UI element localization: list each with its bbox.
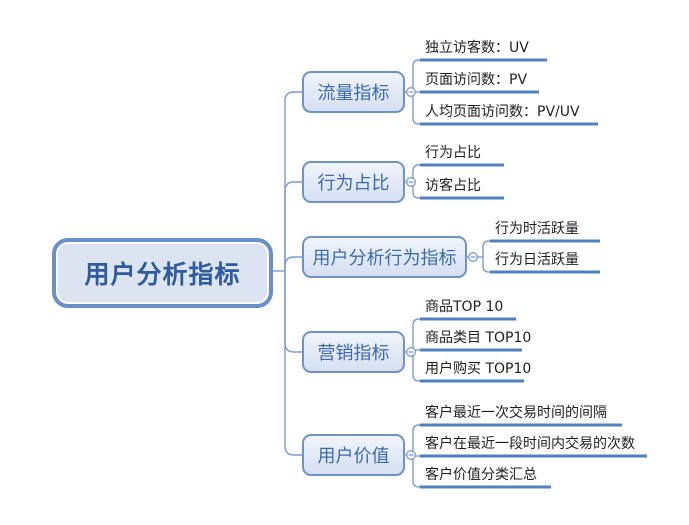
leaf-topic[interactable]: 页面访问数：PV <box>425 72 528 88</box>
leaf-topic[interactable]: 独立访客数：UV <box>425 40 529 56</box>
leaf-topic[interactable]: 用户购买 TOP10 <box>425 361 532 377</box>
leaf-topic[interactable]: 访客占比 <box>425 178 481 194</box>
root-node-label: 用户分析指标 <box>84 260 241 289</box>
branch-connector <box>284 91 304 271</box>
minus-circle-icon[interactable] <box>406 450 416 460</box>
branch-connector <box>284 181 304 271</box>
leaf-connector <box>412 191 421 199</box>
leaf-connector <box>482 265 491 273</box>
branch-node[interactable]: 行为占比 <box>302 161 405 203</box>
branch-node[interactable]: 用户价值 <box>302 434 405 476</box>
leaf-topic[interactable]: 客户最近一次交易时间的间隔 <box>425 405 607 421</box>
minus-circle-icon[interactable] <box>406 87 416 97</box>
leaf-connector <box>412 164 421 172</box>
branch-connector <box>284 256 304 271</box>
leaf-topic[interactable]: 人均页面访问数：PV/UV <box>425 104 580 120</box>
leaf-connector <box>412 480 421 488</box>
branch-node-label: 用户价值 <box>317 446 390 467</box>
branch-connector <box>284 271 304 456</box>
leaf-connector <box>412 117 421 125</box>
leaf-topic[interactable]: 行为日活跃量 <box>495 252 579 268</box>
leaf-topic[interactable]: 行为时活跃量 <box>495 221 579 237</box>
branch-node-label: 用户分析行为指标 <box>312 248 457 269</box>
leaf-connector <box>412 318 421 326</box>
minus-circle-icon[interactable] <box>468 252 478 262</box>
leaf-connector <box>412 424 421 432</box>
leaf-topic[interactable]: 客户价值分类汇总 <box>425 467 537 483</box>
leaf-topic[interactable]: 行为占比 <box>425 145 481 161</box>
leaf-connector <box>412 374 421 382</box>
root-node[interactable]: 用户分析指标 <box>52 238 273 308</box>
leaf-connector <box>482 240 491 248</box>
branch-node[interactable]: 用户分析行为指标 <box>302 236 467 278</box>
minus-circle-icon[interactable] <box>406 347 416 357</box>
leaf-topic[interactable]: 客户在最近一段时间内交易的次数 <box>425 436 635 452</box>
branch-node-label: 行为占比 <box>317 173 390 194</box>
leaf-connector <box>412 59 421 67</box>
branch-node[interactable]: 营销指标 <box>302 331 405 373</box>
branch-node-label: 流量指标 <box>317 83 390 104</box>
branch-node[interactable]: 流量指标 <box>302 71 405 113</box>
minus-circle-icon[interactable] <box>406 177 416 187</box>
leaf-topic[interactable]: 商品类目 TOP10 <box>425 330 532 346</box>
branch-node-label: 营销指标 <box>317 343 390 364</box>
leaf-topic[interactable]: 商品TOP 10 <box>425 299 504 315</box>
